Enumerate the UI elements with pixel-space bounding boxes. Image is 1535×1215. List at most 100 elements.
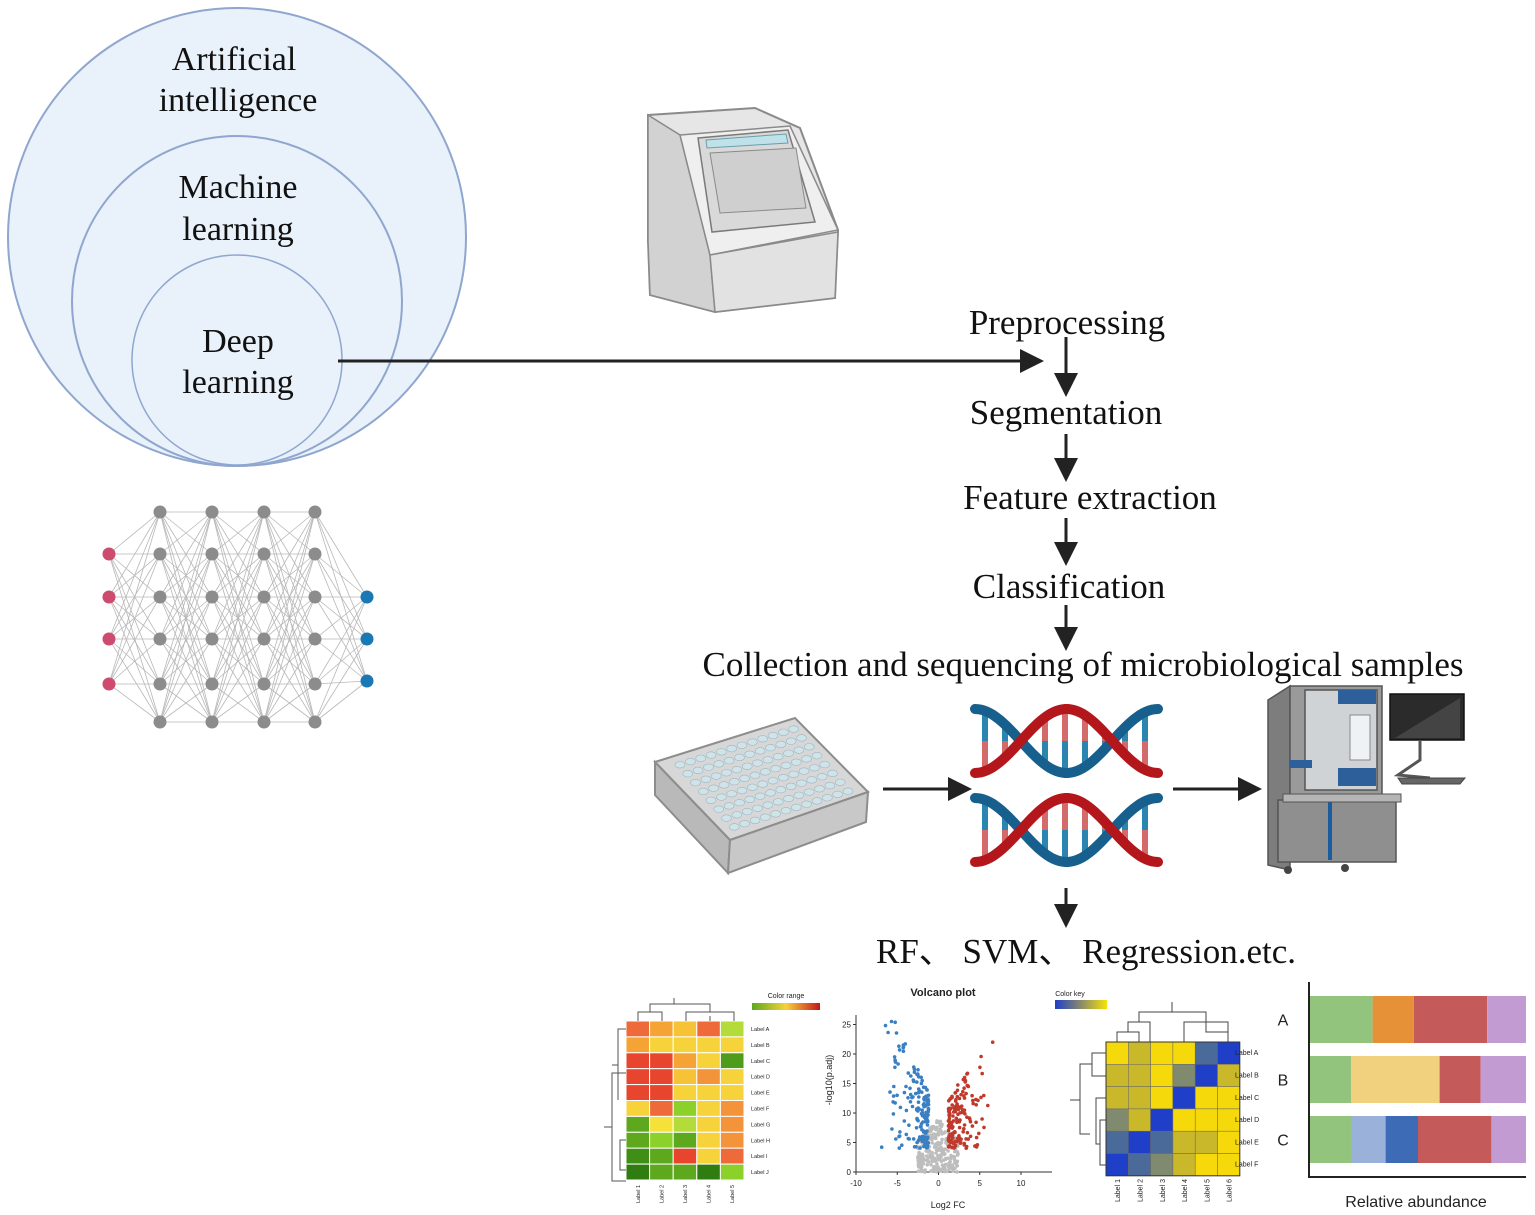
heatmap2-cell bbox=[1128, 1086, 1151, 1110]
volcano-point bbox=[920, 1128, 924, 1132]
volcano-point bbox=[955, 1170, 959, 1174]
plate-well bbox=[749, 771, 761, 779]
volcano-point bbox=[950, 1121, 954, 1125]
nn-edge bbox=[263, 511, 316, 685]
volcano-point bbox=[926, 1119, 930, 1124]
heatmap1-cell bbox=[672, 1084, 698, 1101]
well-plate-icon bbox=[653, 716, 870, 876]
volcano-point bbox=[908, 1086, 912, 1091]
nn-edge bbox=[159, 511, 213, 723]
heatmap1-cell bbox=[719, 1068, 745, 1086]
heatmap2-cell bbox=[1172, 1064, 1196, 1087]
volcano-point bbox=[955, 1088, 960, 1093]
nn-edge bbox=[211, 511, 265, 640]
heatmap1-col-label: Label 5 bbox=[730, 1185, 736, 1203]
heatmap2-col-label: Label 6 bbox=[1227, 1179, 1234, 1202]
volcano-point bbox=[961, 1130, 965, 1134]
heatmap2-cell bbox=[1172, 1108, 1196, 1132]
nn-edge bbox=[159, 596, 213, 685]
heatmap2-col-label: Label 2 bbox=[1137, 1179, 1144, 1202]
volcano-point bbox=[974, 1103, 978, 1107]
volcano-point bbox=[962, 1086, 966, 1090]
volcano-point bbox=[968, 1134, 973, 1139]
plate-well bbox=[770, 765, 781, 773]
heatmap2-cell bbox=[1150, 1041, 1174, 1065]
heatmap1-cell bbox=[649, 1020, 674, 1038]
heatmap2-cell bbox=[1150, 1108, 1174, 1132]
volcano-title: Volcano plot bbox=[910, 987, 976, 999]
plate-well bbox=[765, 744, 776, 752]
volcano-point bbox=[925, 1163, 930, 1167]
heatmap1-cell bbox=[672, 1100, 698, 1117]
nn-edge bbox=[263, 683, 316, 723]
volcano-point bbox=[977, 1131, 981, 1136]
heatmap1-cell bbox=[672, 1052, 698, 1070]
heatmap1-cell bbox=[696, 1131, 721, 1149]
volcano-point bbox=[915, 1116, 919, 1121]
heatmap2-row-dendrogram bbox=[1070, 1052, 1106, 1166]
heatmap2-row-label: Label B bbox=[1235, 1072, 1259, 1079]
heatmap1-cell bbox=[719, 1100, 745, 1117]
volcano-point bbox=[936, 1154, 940, 1158]
volcano-point bbox=[915, 1108, 919, 1112]
nn-hidden-node bbox=[257, 547, 271, 561]
volcano-point bbox=[961, 1089, 965, 1094]
plate-well bbox=[739, 820, 750, 828]
plate-well bbox=[801, 755, 812, 763]
plate-well bbox=[713, 760, 725, 768]
volcano-point bbox=[940, 1132, 944, 1136]
plate-well bbox=[788, 725, 800, 733]
step-feature-extraction: Feature extraction bbox=[963, 478, 1217, 517]
plate-well bbox=[739, 774, 750, 783]
plate-well bbox=[713, 805, 725, 813]
volcano-point bbox=[953, 1143, 958, 1148]
volcano-point bbox=[951, 1131, 955, 1135]
sequencer-instrument-icon bbox=[647, 106, 840, 314]
nn-edge bbox=[108, 553, 161, 723]
volcano-xlabel: Log2 FC bbox=[931, 1200, 966, 1210]
volcano-point bbox=[903, 1042, 908, 1046]
nn-input-node bbox=[102, 547, 116, 561]
volcano-point bbox=[955, 1150, 960, 1154]
heatmap1-cell bbox=[719, 1163, 745, 1181]
dna-helix-icon bbox=[970, 704, 1163, 867]
plate-well bbox=[778, 728, 789, 736]
plate-well bbox=[780, 807, 792, 815]
methods-label: RF、 SVM、 Regression.etc. bbox=[876, 932, 1296, 971]
plate-well bbox=[814, 785, 825, 793]
heatmap1-row-label: Label A bbox=[751, 1027, 770, 1033]
plate-well bbox=[819, 760, 831, 769]
step-classification: Classification bbox=[973, 567, 1165, 606]
color-key-label: Color key bbox=[1055, 991, 1085, 998]
volcano-point bbox=[941, 1164, 945, 1169]
plate-well bbox=[685, 757, 696, 766]
plate-well bbox=[783, 749, 794, 757]
nn-hidden-node bbox=[205, 547, 219, 561]
heatmap1-cell bbox=[625, 1068, 651, 1086]
volcano-y-tick-label: 10 bbox=[842, 1109, 851, 1118]
plate-well bbox=[834, 778, 846, 786]
volcano-point bbox=[907, 1123, 911, 1127]
volcano-point bbox=[955, 1153, 960, 1157]
plate-well bbox=[692, 766, 704, 775]
plate-well bbox=[793, 746, 805, 754]
plate-well bbox=[832, 790, 843, 799]
nn-edge bbox=[159, 511, 213, 640]
volcano-point bbox=[974, 1120, 978, 1125]
volcano-point bbox=[968, 1117, 972, 1121]
nn-edge bbox=[211, 511, 265, 685]
nn-edge bbox=[314, 596, 368, 640]
heatmap1-row-label: Label E bbox=[751, 1091, 770, 1097]
nn-edge bbox=[263, 638, 316, 685]
nn-hidden-node bbox=[308, 590, 322, 604]
nn-hidden-node bbox=[257, 590, 271, 604]
heatmap2-cell bbox=[1105, 1064, 1129, 1087]
volcano-point bbox=[950, 1166, 955, 1171]
volcano-point bbox=[931, 1165, 936, 1170]
heatmap1-cell bbox=[672, 1020, 698, 1038]
stacked-category-label: C bbox=[1277, 1133, 1289, 1150]
volcano-point bbox=[933, 1135, 938, 1139]
step-preprocessing: Preprocessing bbox=[969, 303, 1165, 342]
volcano-point bbox=[982, 1125, 986, 1130]
